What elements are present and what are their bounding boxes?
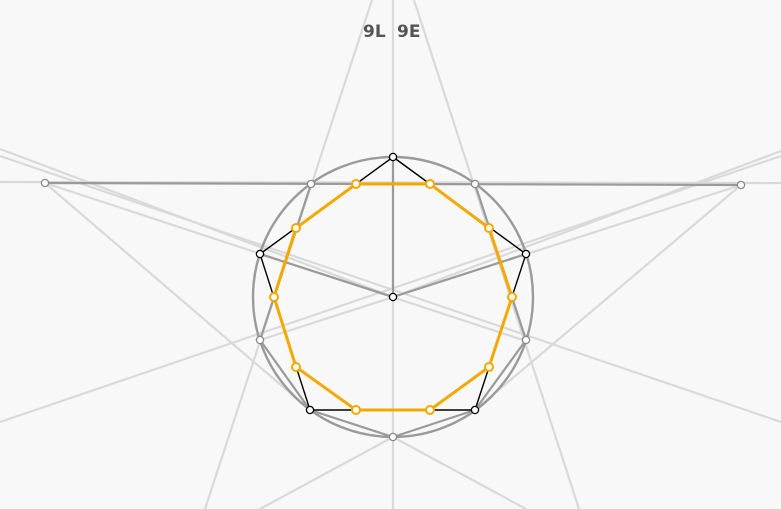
vertex[interactable] — [470, 179, 480, 189]
vertex[interactable] — [388, 152, 398, 162]
vertex[interactable] — [40, 178, 50, 188]
decagon-vertex[interactable] — [484, 362, 494, 372]
vertex[interactable] — [305, 405, 315, 415]
guide-line — [309, 408, 394, 439]
construction-line — [474, 184, 742, 411]
vertex[interactable] — [255, 335, 265, 345]
guide-line — [259, 252, 394, 299]
orange-vertices — [269, 179, 517, 415]
construction-line — [392, 436, 527, 509]
construction-line — [392, 149, 781, 299]
vertex[interactable] — [521, 335, 531, 345]
vertex[interactable] — [521, 249, 531, 259]
decagon-vertex[interactable] — [291, 223, 301, 233]
construction-line — [44, 182, 311, 411]
vertex[interactable] — [470, 405, 480, 415]
tab-9l[interactable]: 9L — [363, 22, 386, 42]
tab-9e[interactable]: 9E — [397, 22, 421, 42]
decagon-vertex[interactable] — [291, 362, 301, 372]
construction-line — [259, 436, 394, 509]
guide-line — [474, 339, 527, 411]
vertex[interactable] — [306, 179, 316, 189]
vertex[interactable] — [388, 432, 398, 442]
guide-line — [259, 339, 311, 411]
center-vertex[interactable] — [388, 292, 398, 302]
grey-vertices — [40, 178, 746, 442]
vertex[interactable] — [736, 180, 746, 190]
decagon-vertex[interactable] — [425, 179, 435, 189]
decagon-vertex[interactable] — [507, 292, 517, 302]
decagon-vertex[interactable] — [484, 223, 494, 233]
vertex[interactable] — [255, 249, 265, 259]
decagon-vertex[interactable] — [425, 405, 435, 415]
black-vertices — [255, 152, 531, 415]
guide-line — [392, 252, 527, 299]
decagon-vertex[interactable] — [269, 292, 279, 302]
decagon-vertex[interactable] — [351, 405, 361, 415]
guide-line — [392, 408, 476, 439]
construction-line — [0, 154, 781, 424]
decagon-vertex[interactable] — [351, 179, 361, 189]
